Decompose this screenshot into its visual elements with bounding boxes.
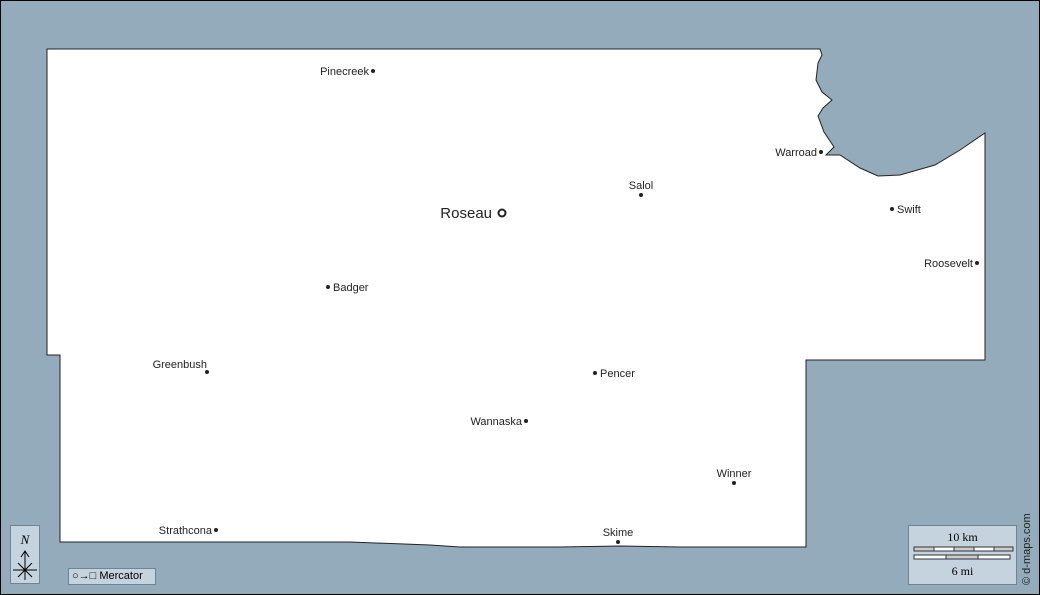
compass-north-label: N	[20, 532, 30, 547]
scale-mi-label: 6 mi	[951, 564, 974, 578]
town-label: Pencer	[600, 368, 635, 380]
scale-km-label: 10 km	[947, 530, 978, 544]
town-label: Salol	[629, 180, 653, 192]
town-skime[interactable]: Skime	[603, 527, 634, 544]
scale-bar-panel: 10 km 6 mi	[908, 525, 1017, 585]
town-label: Pinecreek	[320, 66, 369, 78]
town-warroad[interactable]: Warroad	[775, 147, 823, 159]
county-seat-marker	[497, 208, 507, 218]
county-seat-roseau[interactable]: Roseau	[440, 205, 507, 222]
town-salol[interactable]: Salol	[629, 180, 653, 197]
county-seat-label: Roseau	[440, 205, 492, 222]
town-marker	[205, 370, 209, 374]
town-marker	[819, 150, 823, 154]
town-label: Greenbush	[153, 359, 207, 371]
town-label: Warroad	[775, 147, 817, 159]
town-label: Winner	[717, 468, 752, 480]
town-label: Roosevelt	[924, 258, 973, 270]
town-marker	[732, 481, 736, 485]
town-label: Wannaska	[470, 416, 522, 428]
town-strathcona[interactable]: Strathcona	[159, 525, 218, 537]
town-pinecreek[interactable]: Pinecreek	[320, 66, 375, 78]
town-marker	[326, 285, 330, 289]
town-marker	[524, 419, 528, 423]
town-label: Swift	[897, 204, 921, 216]
town-marker	[975, 261, 979, 265]
town-badger[interactable]: Badger	[326, 282, 369, 294]
town-wannaska[interactable]: Wannaska	[470, 416, 528, 428]
projection-panel: ○→□ Mercator	[68, 568, 156, 585]
compass-panel: N	[10, 525, 40, 584]
town-label: Badger	[333, 282, 369, 294]
town-swift[interactable]: Swift	[890, 204, 921, 216]
town-pencer[interactable]: Pencer	[593, 368, 635, 380]
projection-label: Mercator	[99, 570, 143, 582]
credit-label: © d-maps.com	[1021, 513, 1033, 585]
circle-to-square-icon: ○→□	[72, 570, 97, 582]
town-marker	[214, 528, 218, 532]
town-marker	[890, 207, 894, 211]
county-outline	[46, 48, 986, 548]
town-winner[interactable]: Winner	[717, 468, 752, 485]
town-marker	[639, 193, 643, 197]
town-marker	[593, 371, 597, 375]
town-roosevelt[interactable]: Roosevelt	[924, 258, 979, 270]
scale-bars	[913, 546, 1014, 560]
town-label: Skime	[603, 527, 634, 539]
town-marker	[616, 540, 620, 544]
town-greenbush[interactable]: Greenbush	[153, 359, 209, 374]
compass-rose-icon	[13, 550, 37, 580]
town-marker	[371, 69, 375, 73]
town-label: Strathcona	[159, 525, 213, 537]
